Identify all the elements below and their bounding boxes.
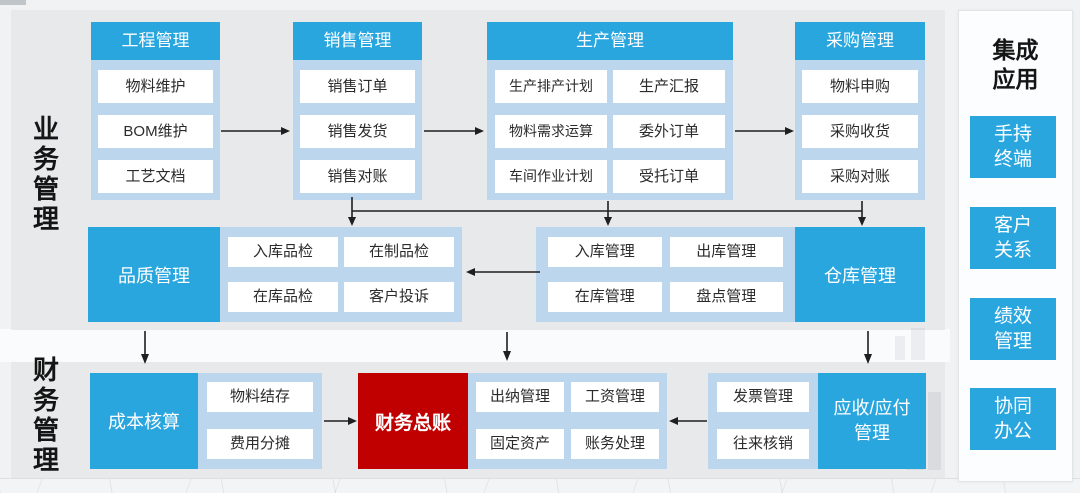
cost-items-group: 物料结存 费用分摊 [198,373,322,469]
receivable-line1: 应收/应付 [833,398,911,418]
module-item: 固定资产 [476,428,564,459]
handheld-terminal-box: 手持 终端 [970,116,1056,178]
module-item: 在库管理 [548,282,662,312]
module-item: 出纳管理 [476,382,564,412]
module-item: 工资管理 [571,382,659,412]
module-item: 销售订单 [300,70,415,103]
city-silhouette [911,328,925,360]
floor-photo-strip [0,478,1080,493]
module-item: 受托订单 [613,160,725,193]
finance-management-label: 财务管理 [32,355,59,475]
module-item: 账务处理 [571,428,659,459]
module-item: 采购收货 [802,115,918,148]
module-item: 客户投诉 [344,282,454,312]
module-item: BOM维护 [98,115,213,148]
photo-smudge [0,0,26,5]
module-item: 出库管理 [669,237,783,267]
sales-column: 销售管理 销售订单 销售发货 销售对账 [293,22,422,200]
engineering-column: 工程管理 物料维护 BOM维护 工艺文档 [91,22,220,200]
intbox-line: 关系 [993,240,1032,261]
sales-header: 销售管理 [293,22,422,60]
business-management-label: 业务管理 [32,114,59,234]
module-item: 生产排产计划 [495,70,607,103]
production-column: 生产管理 生产排产计划 生产汇报 物料需求运算 委外订单 车间作业计划 受托订单 [487,22,733,200]
warehouse-management-box: 仓库管理 [795,227,925,322]
module-item: 销售对账 [300,160,415,193]
intbox-line: 绩效 [993,306,1032,327]
quality-management-box: 品质管理 [88,227,220,322]
invoice-items-group: 发票管理 往来核销 [708,373,818,469]
collaborative-office-box: 协同 办公 [970,388,1056,450]
procurement-header: 采购管理 [795,22,925,60]
intbox-line: 客户 [993,215,1032,236]
integration-title-line1: 集成 [992,37,1039,63]
production-header: 生产管理 [487,22,733,60]
module-item: 采购对账 [802,160,918,193]
general-ledger-box: 财务总账 [358,373,468,469]
module-item: 在制品检 [344,237,454,267]
city-silhouette [895,336,905,360]
intbox-line: 办公 [993,421,1032,442]
module-item: 往来核销 [717,428,809,459]
customer-relations-box: 客户 关系 [970,207,1056,269]
module-item: 在库品检 [228,282,338,312]
module-item: 生产汇报 [613,70,725,103]
module-item: 销售发货 [300,115,415,148]
integration-title-line2: 应用 [992,66,1039,92]
module-item: 工艺文档 [98,160,213,193]
module-item: 物料需求运算 [495,115,607,148]
accounting-items-group: 出纳管理 工资管理 固定资产 账务处理 [468,373,667,469]
city-silhouette [928,392,941,470]
performance-management-box: 绩效 管理 [970,298,1056,360]
intbox-line: 终端 [993,149,1032,170]
row-gap-strip [0,329,950,362]
procurement-column: 采购管理 物料申购 采购收货 采购对账 [795,22,925,200]
module-item: 发票管理 [717,382,809,412]
engineering-header: 工程管理 [91,22,220,60]
intbox-line: 手持 [993,124,1032,145]
module-item: 物料结存 [207,382,313,412]
cost-accounting-box: 成本核算 [90,373,198,469]
module-item: 入库管理 [548,237,662,267]
module-item: 入库品检 [228,237,338,267]
integration-title: 集成 应用 [958,36,1073,94]
module-item: 物料维护 [98,70,213,103]
module-item: 车间作业计划 [495,160,607,193]
module-item: 委外订单 [613,115,725,148]
receivable-payable-box: 应收/应付 管理 [818,373,926,469]
intbox-line: 管理 [993,331,1032,352]
warehouse-items-group: 入库管理 出库管理 在库管理 盘点管理 [536,227,795,322]
module-item: 盘点管理 [669,282,783,312]
quality-items-group: 入库品检 在制品检 在库品检 客户投诉 [220,227,462,322]
module-item: 物料申购 [802,70,918,103]
intbox-line: 协同 [993,396,1032,417]
module-item: 费用分摊 [207,428,313,459]
receivable-line2: 管理 [854,423,890,443]
